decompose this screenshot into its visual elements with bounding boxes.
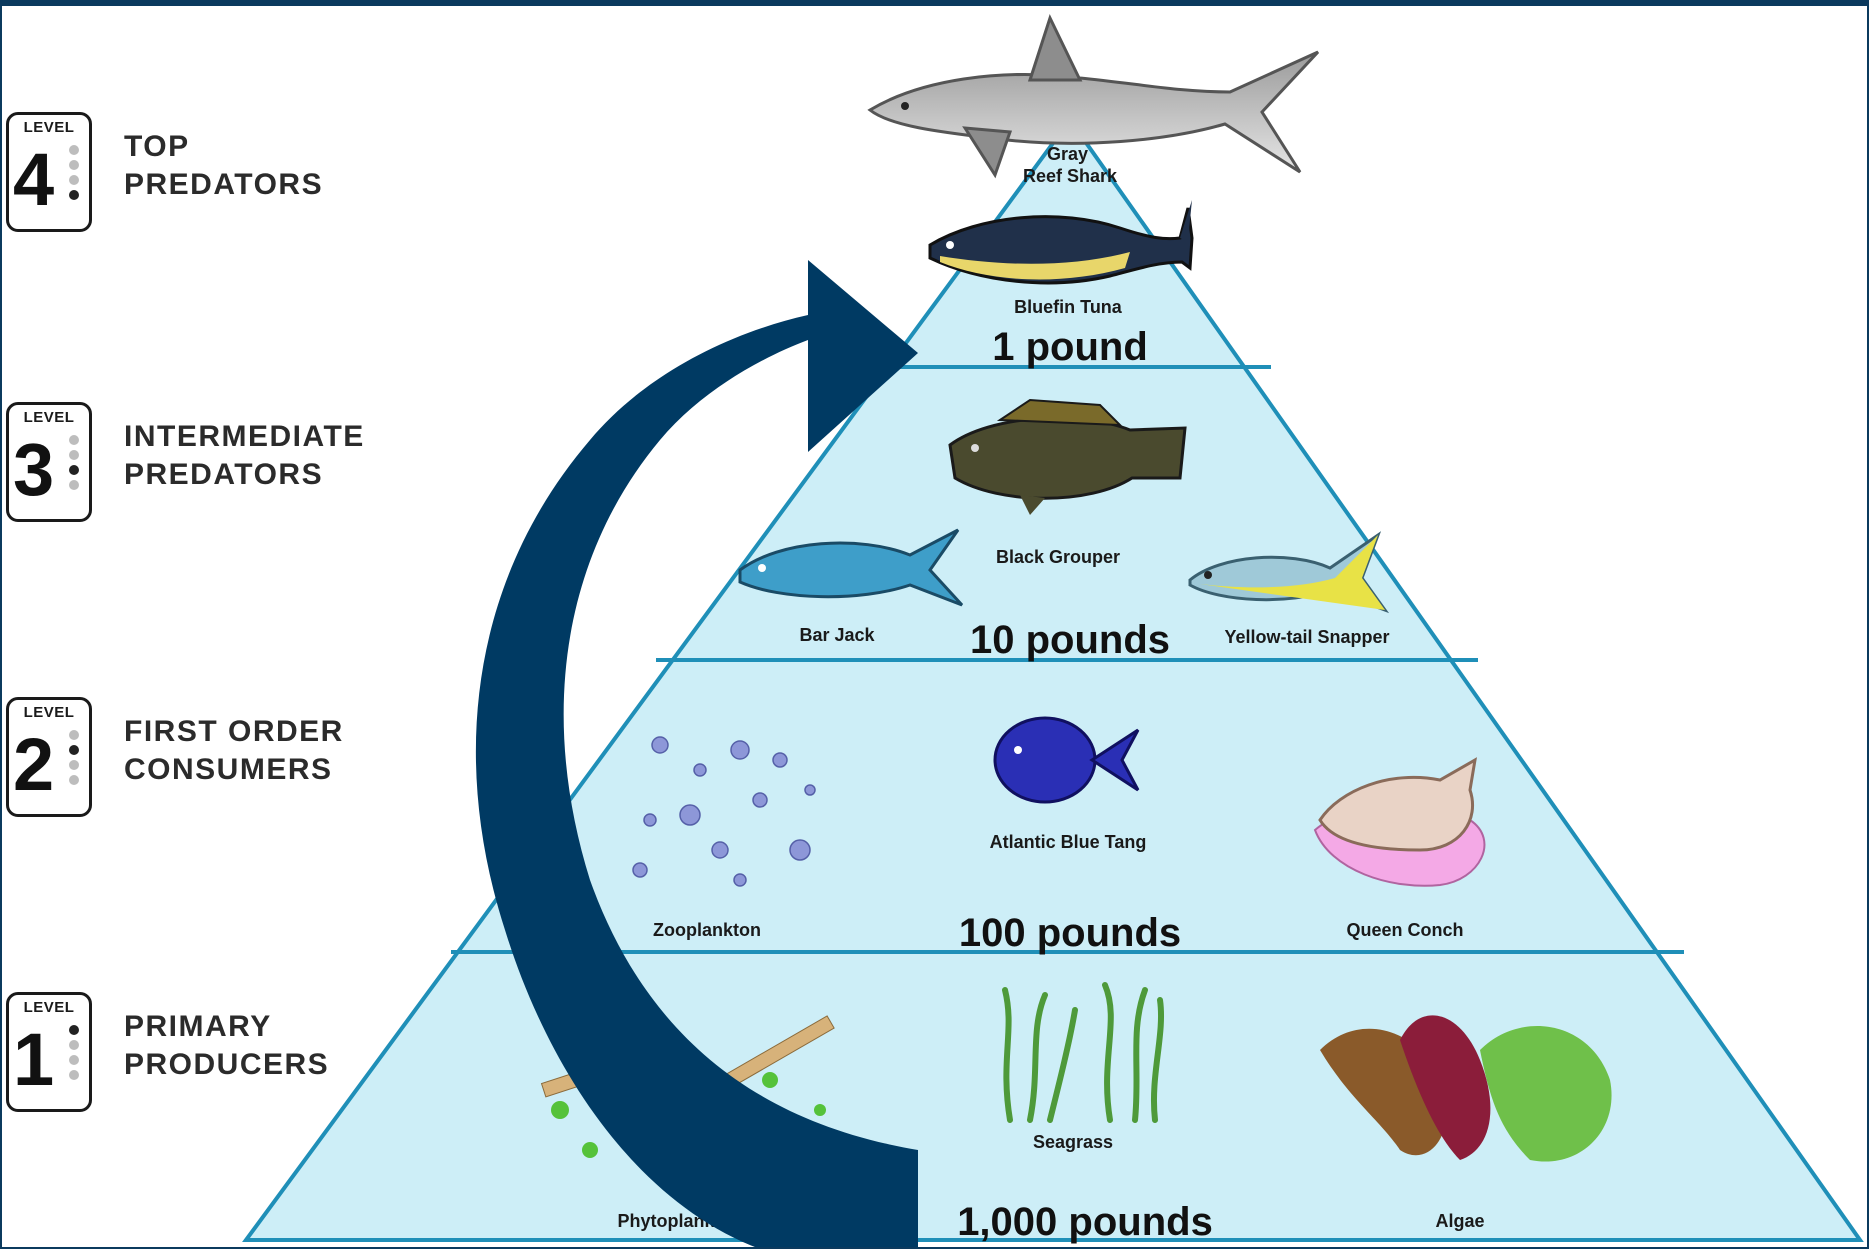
tier-amount-2: 10 pounds: [970, 618, 1170, 662]
organism-label-queen-conch: Queen Conch: [1346, 920, 1463, 940]
organism-label-yellow-tail-snapper: Yellow-tail Snapper: [1224, 627, 1389, 647]
organism-label-algae: Algae: [1435, 1211, 1484, 1231]
tier-amount-1: 1 pound: [992, 325, 1148, 369]
organism-label-bluefin-tuna: Bluefin Tuna: [1014, 297, 1123, 317]
organism-label-seagrass: Seagrass: [1033, 1132, 1113, 1152]
organism-label-atlantic-blue-tang: Atlantic Blue Tang: [990, 832, 1147, 852]
organism-label-black-grouper: Black Grouper: [996, 547, 1120, 567]
tier-amount-3: 100 pounds: [959, 911, 1181, 955]
organism-label-line: Gray: [1047, 144, 1088, 164]
organism-label-bar-jack: Bar Jack: [799, 625, 875, 645]
tier-amount-4: 1,000 pounds: [957, 1200, 1213, 1244]
organism-label-line: Reef Shark: [1023, 166, 1118, 186]
organism-label-zooplankton: Zooplankton: [653, 920, 761, 940]
